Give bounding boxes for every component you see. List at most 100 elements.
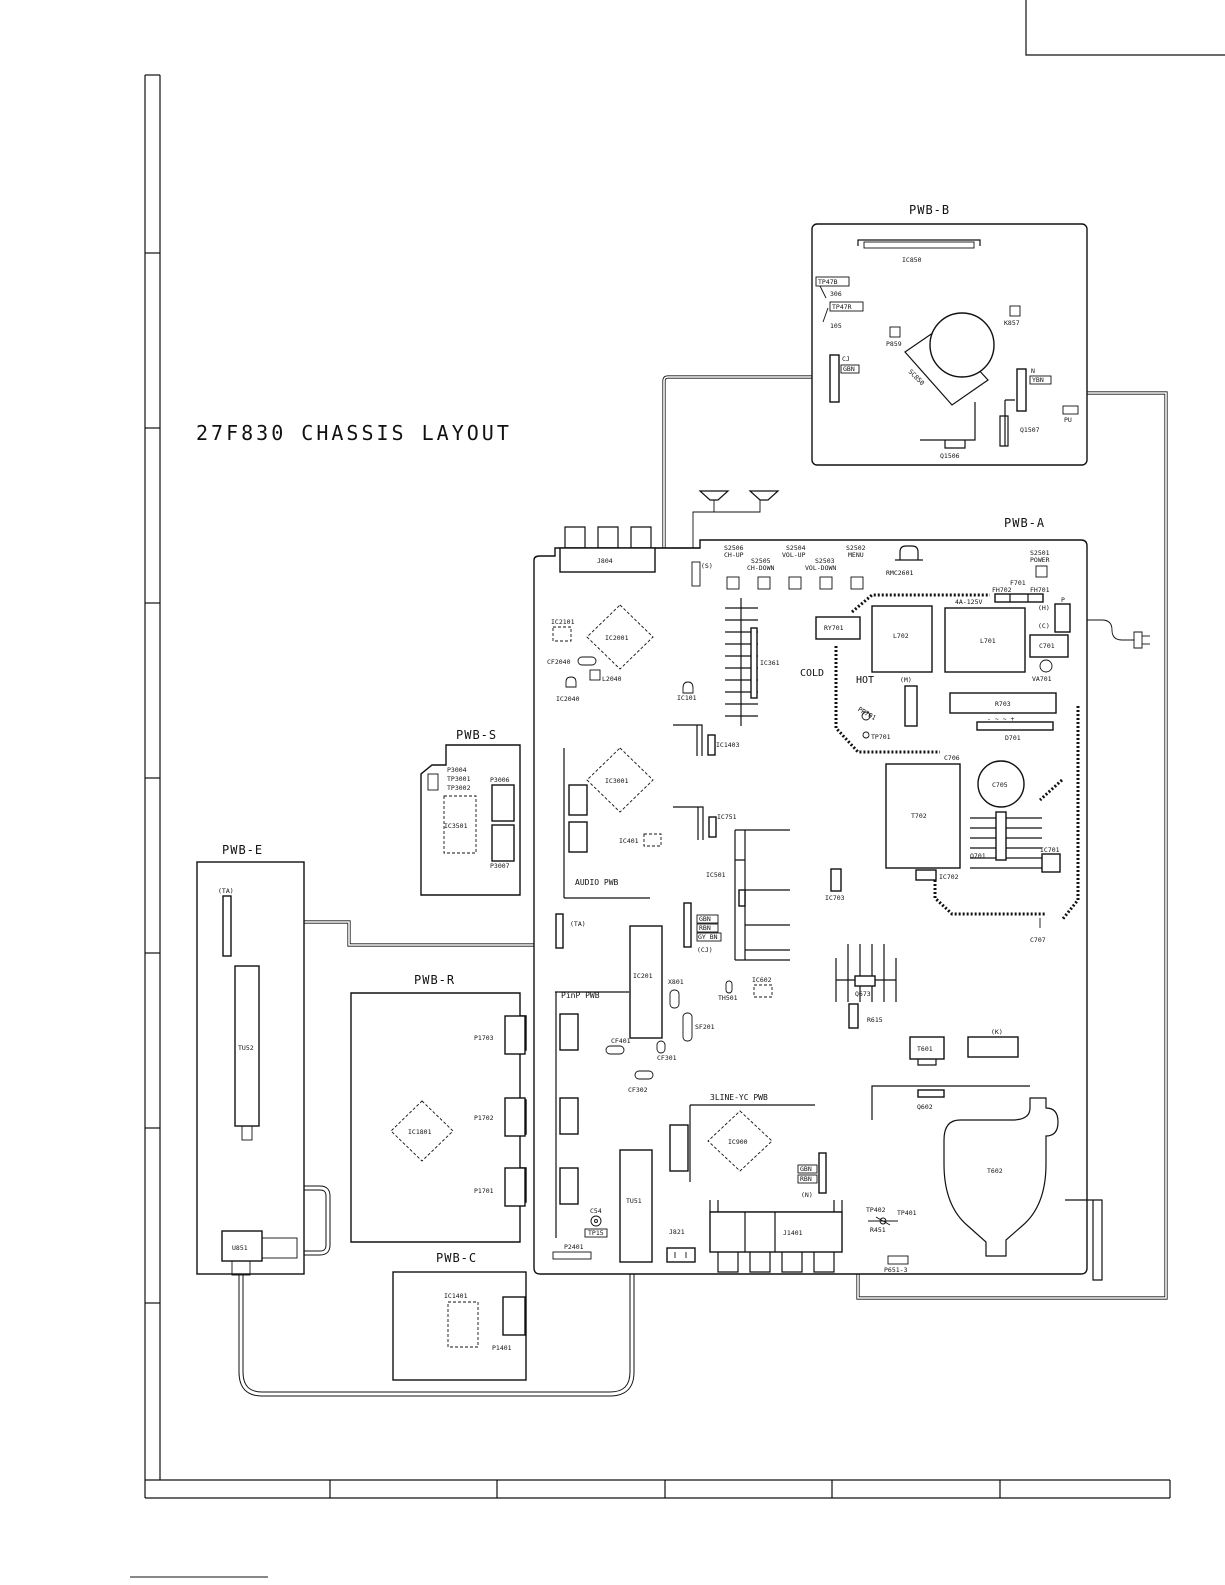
s-label: (S) [701,562,713,570]
ic201-label: IC201 [633,972,653,980]
ic1403-label: IC1403 [716,741,740,749]
n-connector-a [818,1152,827,1194]
ry701-label: RY701 [824,624,844,632]
diagram-title: 27F830 CHASSIS LAYOUT [196,421,512,445]
s2503-label: S2503 [815,557,835,565]
c-label: (C) [1038,622,1050,630]
cj-label: CJ [842,355,850,363]
cj-wire-1-label: GBN [699,915,711,923]
p3004-connector [427,773,439,791]
ic1403-part [707,734,716,756]
t601-base [917,1059,937,1066]
ta-label: (TA) [570,920,586,928]
cj-connector-a [683,902,692,948]
p2401-connector [552,1251,592,1260]
n-wire-label: YBN [1032,376,1044,384]
s2501-label: S2501 [1030,549,1050,557]
ic850-label: IC850 [902,256,922,264]
speakers [698,490,780,501]
r451-part [868,1216,898,1226]
q701-label: Q701 [970,852,986,860]
p-label: P [1061,596,1065,604]
p1701-connector [504,1167,526,1207]
d701-pins: - ~ ~ + [987,715,1014,723]
ic1401-label: IC1401 [444,1292,468,1300]
isolation-boundary-left [834,646,940,754]
ic101-label: IC101 [677,694,697,702]
t602-label: T602 [987,1167,1003,1175]
va701-label: VA701 [1032,675,1052,683]
cj-wire-3-label: GY BN [698,933,718,941]
tp47r-label: TP47R [832,303,852,311]
cj-wire-1 [696,914,719,924]
pwb-r-label: PWB-R [414,973,455,987]
t702-transformer [885,763,961,869]
cj-wire-2-label: RBN [699,924,711,932]
ground-bracket [1065,1199,1103,1281]
switch-menu [850,576,864,590]
n-wire-2-label: RBN [800,1175,812,1183]
isolation-boundary-right [1060,706,1080,921]
x801-crystal [669,989,680,1009]
ic701-part [1041,853,1061,873]
ic701-label: IC701 [1040,846,1060,854]
cj-connector [829,354,840,403]
ic602-label: IC602 [752,976,772,984]
pinp-connector-1 [559,1013,579,1051]
l2040-label: L2040 [602,675,622,683]
fh702-label: FH702 [992,586,1012,594]
audio-pwb-label: AUDIO PWB [575,878,619,887]
c54-center [594,1219,598,1223]
r451-label: R451 [870,1226,886,1234]
n-wire-2 [797,1174,818,1184]
ch-down-label: CH-DOWN [747,564,774,572]
c705-label: C705 [992,781,1008,789]
j1401-block [709,1211,843,1253]
t601-label: T601 [917,1045,933,1053]
d701-bridge [976,721,1054,731]
isolation-boundary-bottom [933,876,1045,916]
p651-connector [887,1255,909,1265]
ic703-label: IC703 [825,894,845,902]
ic2101-outline [552,626,572,642]
p3006-connector [491,784,515,822]
isolation-boundary-top [851,593,990,614]
p859-part [889,326,901,338]
ic3001-outline [586,747,654,813]
r615-label: R615 [867,1016,883,1024]
ic361-heatsink [725,598,758,726]
switch-vol-up [788,576,802,590]
p1701-label: P1701 [474,1187,494,1195]
cj-wire-2 [696,923,719,933]
ic361-label: IC361 [760,659,780,667]
k857-label: K857 [1004,319,1020,327]
ic751-heatsink [673,806,704,840]
ch-up-label: CH-UP [724,551,744,559]
j821-label: J821 [669,1228,685,1236]
q1506-label: Q1506 [940,452,960,460]
sf201-label: SF201 [695,1023,715,1031]
ic2040-part [565,676,577,688]
pwb-e-ta-label: (TA) [218,887,234,895]
tp402-label: TP402 [866,1206,886,1214]
t702-label: T702 [911,812,927,820]
l702-label: L702 [893,632,909,640]
l702-coil [871,605,933,673]
s2506-label: S2506 [724,544,744,552]
audio-connector-2 [568,821,588,853]
q1507-part [999,399,1015,447]
p2401-label: P2401 [564,1243,584,1251]
ic2101-label: IC2101 [551,618,575,626]
ic751-label: IC751 [717,813,737,821]
ic201-chip [629,925,663,1039]
audio-connector-1 [568,784,588,816]
q673-heatsink [835,944,897,1002]
cf2040-part [577,656,597,666]
r615-resistor [848,1003,859,1029]
n-wire-box [1029,375,1052,385]
th501-label: TH501 [718,994,738,1002]
p3004-label: P3004 [447,766,467,774]
cf302-part [634,1070,654,1080]
l701-coil [944,607,1026,673]
r703-label: R703 [995,700,1011,708]
